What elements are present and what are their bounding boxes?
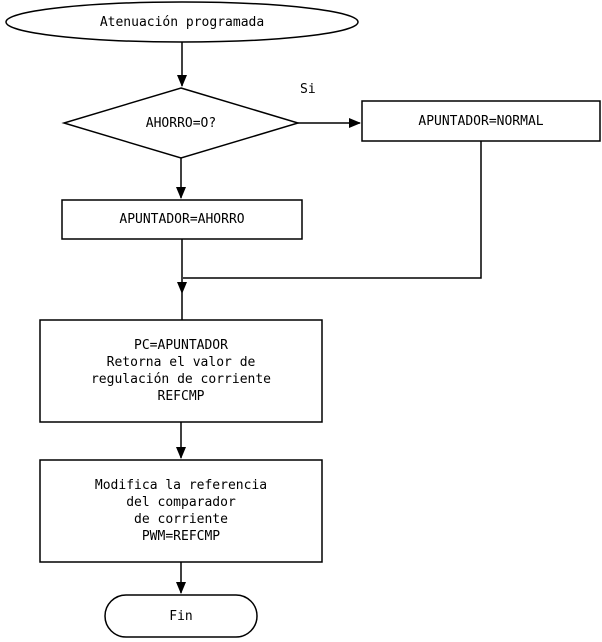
modifica-line-2: del comparador bbox=[126, 495, 236, 510]
start-node-label: Atenuación programada bbox=[99, 14, 265, 30]
edge-normal-to-merge bbox=[183, 141, 482, 279]
pc-apuntador-line-1: PC=APUNTADOR bbox=[134, 338, 228, 353]
apuntador-ahorro-shape bbox=[61, 199, 303, 240]
modifica-line-1: Modifica la referencia bbox=[94, 478, 268, 493]
apuntador-normal-shape bbox=[361, 100, 601, 142]
pc-apuntador-line-3: regulación de corriente bbox=[90, 372, 271, 387]
apuntador-normal-label: APUNTADOR=NORMAL bbox=[418, 113, 544, 129]
modifica-referencia-shape bbox=[39, 459, 323, 563]
pc-apuntador-line-2: Retorna el valor de bbox=[106, 355, 256, 370]
edge-label-si: Si bbox=[300, 82, 316, 97]
pc-apuntador-line-4: REFCMP bbox=[157, 389, 205, 404]
fin-terminator-shape bbox=[104, 594, 258, 638]
fin-node-label: Fin bbox=[169, 608, 193, 624]
modifica-referencia-label: Modifica la referencia del comparador de… bbox=[40, 460, 322, 562]
modifica-line-4: PWM=REFCMP bbox=[141, 529, 221, 544]
decision-node-label: AHORRO=O? bbox=[145, 115, 217, 131]
apuntador-ahorro-label: APUNTADOR=AHORRO bbox=[119, 212, 245, 227]
pc-apuntador-label: PC=APUNTADOR Retorna el valor de regulac… bbox=[40, 320, 322, 422]
modifica-line-3: de corriente bbox=[134, 512, 228, 527]
